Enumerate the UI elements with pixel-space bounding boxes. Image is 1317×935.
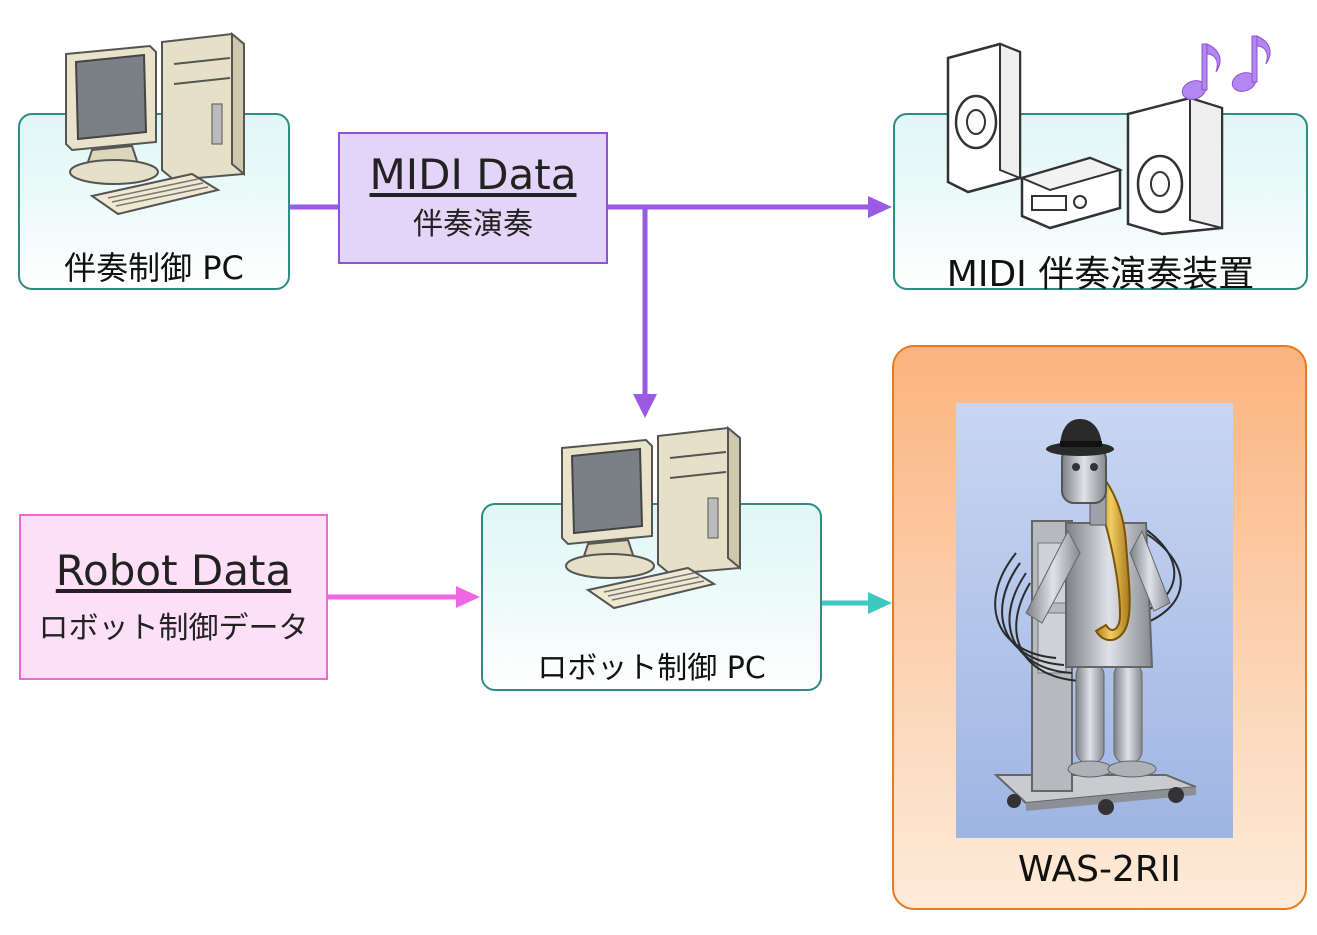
desktop-computer-icon <box>65 31 245 216</box>
midi-device-label: MIDI 伴奏演奏装置 <box>946 254 1255 295</box>
robot-pc-label: ロボット制御 PC <box>537 651 766 686</box>
accompaniment-pc-label: 伴奏制御 PC <box>64 249 244 287</box>
robot-label: WAS-2RII <box>1017 849 1182 890</box>
arrowhead-robot-data <box>456 586 480 608</box>
midi-data-subtitle: 伴奏演奏 <box>413 207 533 242</box>
robot-data-subtitle: ロボット制御データ <box>38 611 309 646</box>
robot-data-title: Robot Data <box>55 546 292 595</box>
midi-data-title: MIDI Data <box>369 150 577 199</box>
arrowhead-robot <box>868 592 892 614</box>
saxophone-robot-photo <box>956 403 1233 838</box>
arrowhead-midi-device <box>868 196 892 218</box>
music-notes-icon <box>1181 35 1271 100</box>
desktop-computer-icon <box>561 425 741 610</box>
arrowhead-robot-pc <box>633 394 657 418</box>
robot-data-box: Robot Data ロボット制御データ <box>19 514 328 680</box>
midi-data-box: MIDI Data 伴奏演奏 <box>338 132 608 264</box>
speaker-system-icon <box>946 42 1224 236</box>
